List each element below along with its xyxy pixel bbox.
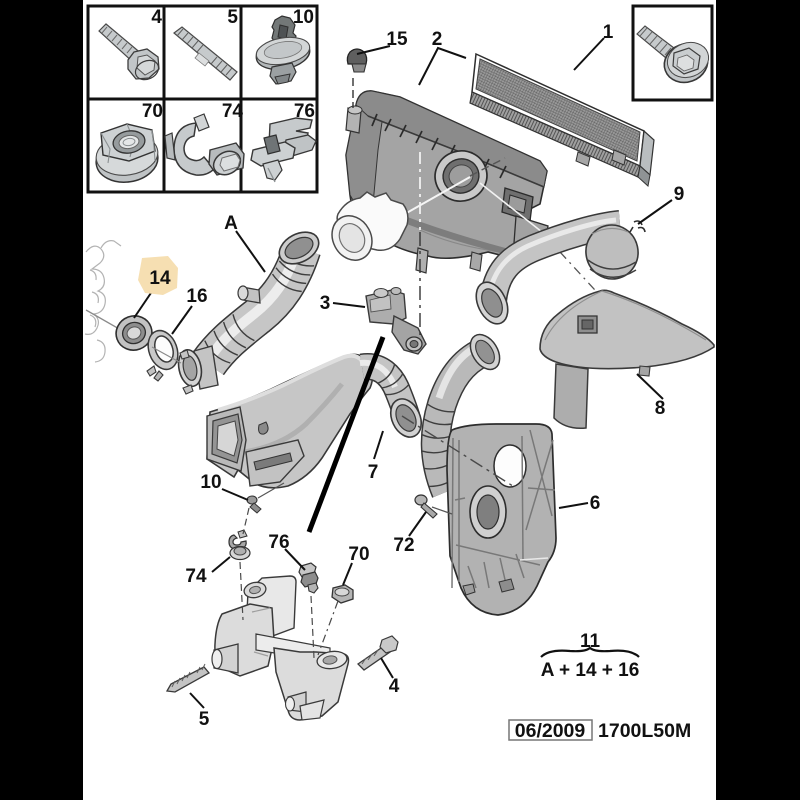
svg-text:6: 6: [590, 493, 601, 514]
svg-text:3: 3: [320, 293, 331, 314]
svg-text:16: 16: [186, 286, 207, 307]
svg-text:7: 7: [368, 462, 379, 483]
svg-text:1700L50M: 1700L50M: [598, 720, 691, 742]
svg-text:10: 10: [293, 7, 314, 28]
svg-text:5: 5: [227, 7, 238, 28]
svg-text:76: 76: [268, 532, 289, 553]
svg-text:10: 10: [200, 472, 221, 493]
svg-text:5: 5: [199, 709, 210, 730]
svg-text:4: 4: [151, 7, 162, 28]
svg-text:9: 9: [674, 184, 685, 205]
svg-text:70: 70: [348, 544, 369, 565]
svg-text:72: 72: [393, 535, 414, 556]
svg-text:15: 15: [386, 29, 408, 50]
svg-text:A + 14 + 16: A + 14 + 16: [541, 660, 640, 681]
svg-text:14: 14: [149, 268, 171, 289]
svg-text:06/2009: 06/2009: [515, 720, 586, 742]
svg-text:4: 4: [389, 676, 400, 697]
svg-text:2: 2: [432, 29, 443, 50]
svg-text:74: 74: [185, 566, 207, 587]
svg-text:11: 11: [580, 631, 601, 652]
svg-text:70: 70: [142, 101, 163, 122]
svg-text:1: 1: [603, 22, 614, 43]
svg-text:8: 8: [655, 398, 666, 419]
svg-text:74: 74: [222, 101, 244, 122]
svg-text:A: A: [224, 213, 238, 234]
svg-text:76: 76: [294, 101, 315, 122]
